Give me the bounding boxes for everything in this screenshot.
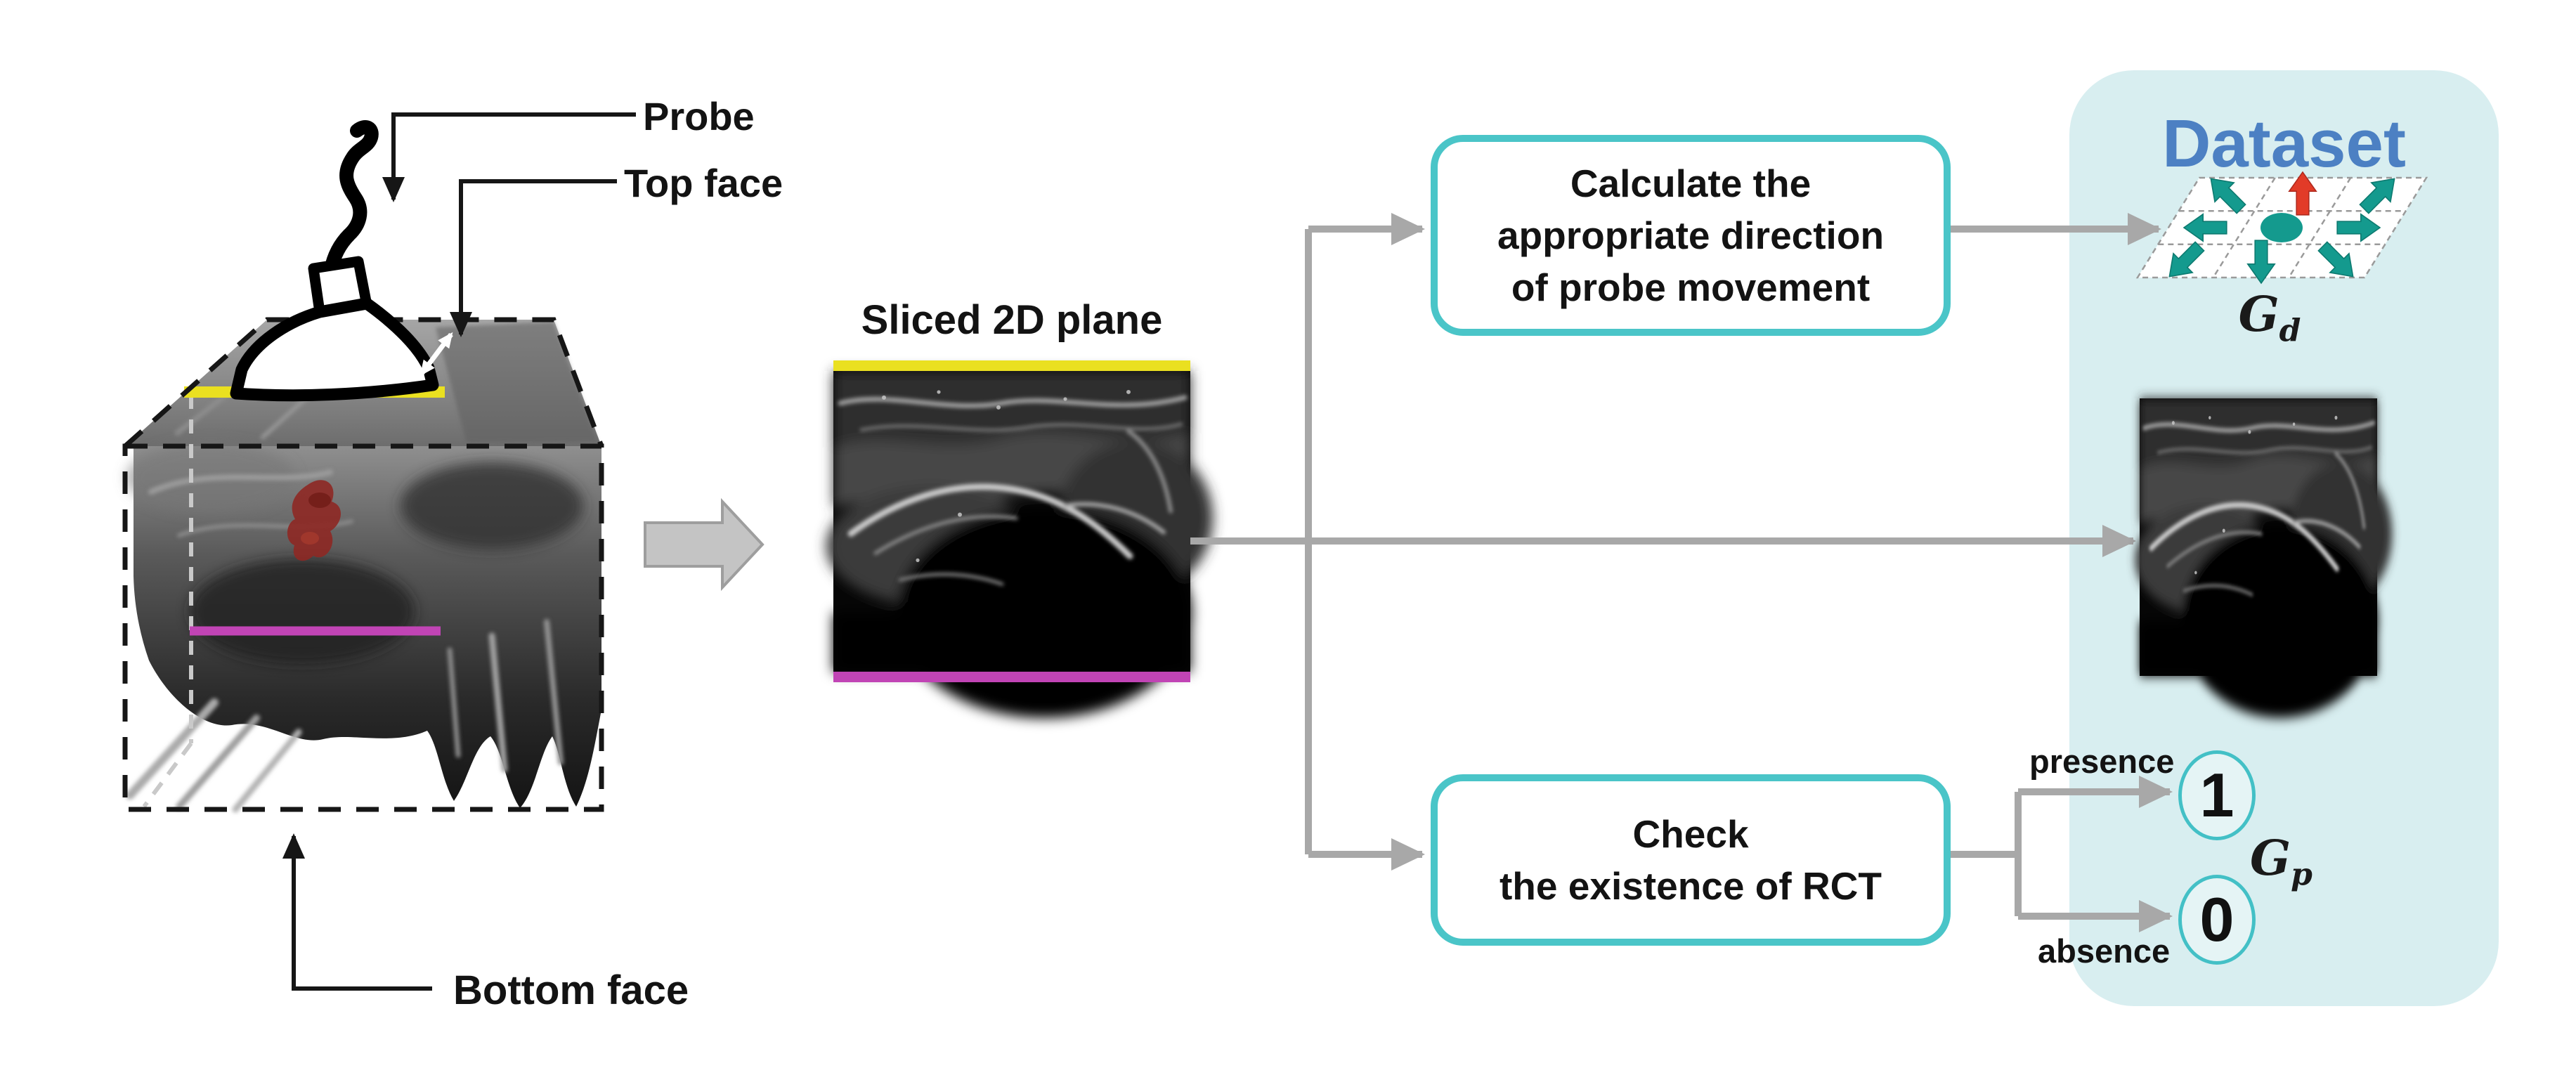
calculate-box-line1: Calculate the: [1570, 162, 1811, 205]
bottom-face-label: Bottom face: [453, 967, 689, 1013]
gd-subscript: d: [2279, 313, 2301, 349]
gp-subscript: p: [2291, 856, 2312, 893]
gd-symbol: Gd: [2220, 287, 2319, 349]
presence-label: presence: [2029, 743, 2175, 780]
probe-pointer-line: [382, 112, 636, 202]
sliced-plane-image: [826, 360, 1213, 718]
slice-image-bottom-bar: [833, 672, 1190, 682]
calculate-direction-box: Calculate the appropriate direction of p…: [1431, 135, 1951, 336]
rct-lesion-overlay: [287, 480, 341, 561]
volume-top-face-texture: [125, 320, 601, 446]
slice-image-top-bar: [833, 360, 1190, 371]
bottom-face-pointer-line: [282, 833, 432, 991]
check-box-line1: Check: [1632, 812, 1749, 856]
check-rct-box: Check the existence of RCT: [1431, 774, 1951, 946]
volume-front-texture: [134, 446, 601, 808]
absence-value: 0: [2199, 885, 2235, 954]
presence-value-circle: 1: [2178, 750, 2256, 840]
ultrasound-probe-icon: [230, 120, 439, 402]
top-face-label: Top face: [624, 161, 783, 205]
check-box-line2: the existence of RCT: [1499, 864, 1882, 908]
volume-3d-illustration: [122, 120, 604, 813]
calculate-box-line2: appropriate direction: [1497, 214, 1885, 257]
label-connectors: [282, 112, 636, 991]
cube-outline: [122, 317, 604, 812]
slice-edge-guide: [142, 395, 193, 808]
gp-base: G: [2250, 830, 2291, 887]
gd-base: G: [2238, 287, 2279, 343]
probe-label: Probe: [643, 94, 755, 138]
dataset-title: Dataset: [2162, 106, 2406, 181]
presence-value: 1: [2199, 760, 2235, 830]
absence-label: absence: [2038, 932, 2171, 970]
big-right-arrow-icon: [644, 497, 765, 592]
calculate-box-line3: of probe movement: [1511, 266, 1871, 309]
absence-value-circle: 0: [2178, 875, 2256, 965]
double-headed-arrow-icon: [419, 332, 453, 377]
sliced-plane-title: Sliced 2D plane: [861, 297, 1163, 343]
top-face-pointer-line: [450, 179, 617, 337]
gp-symbol: Gp: [2250, 830, 2312, 893]
